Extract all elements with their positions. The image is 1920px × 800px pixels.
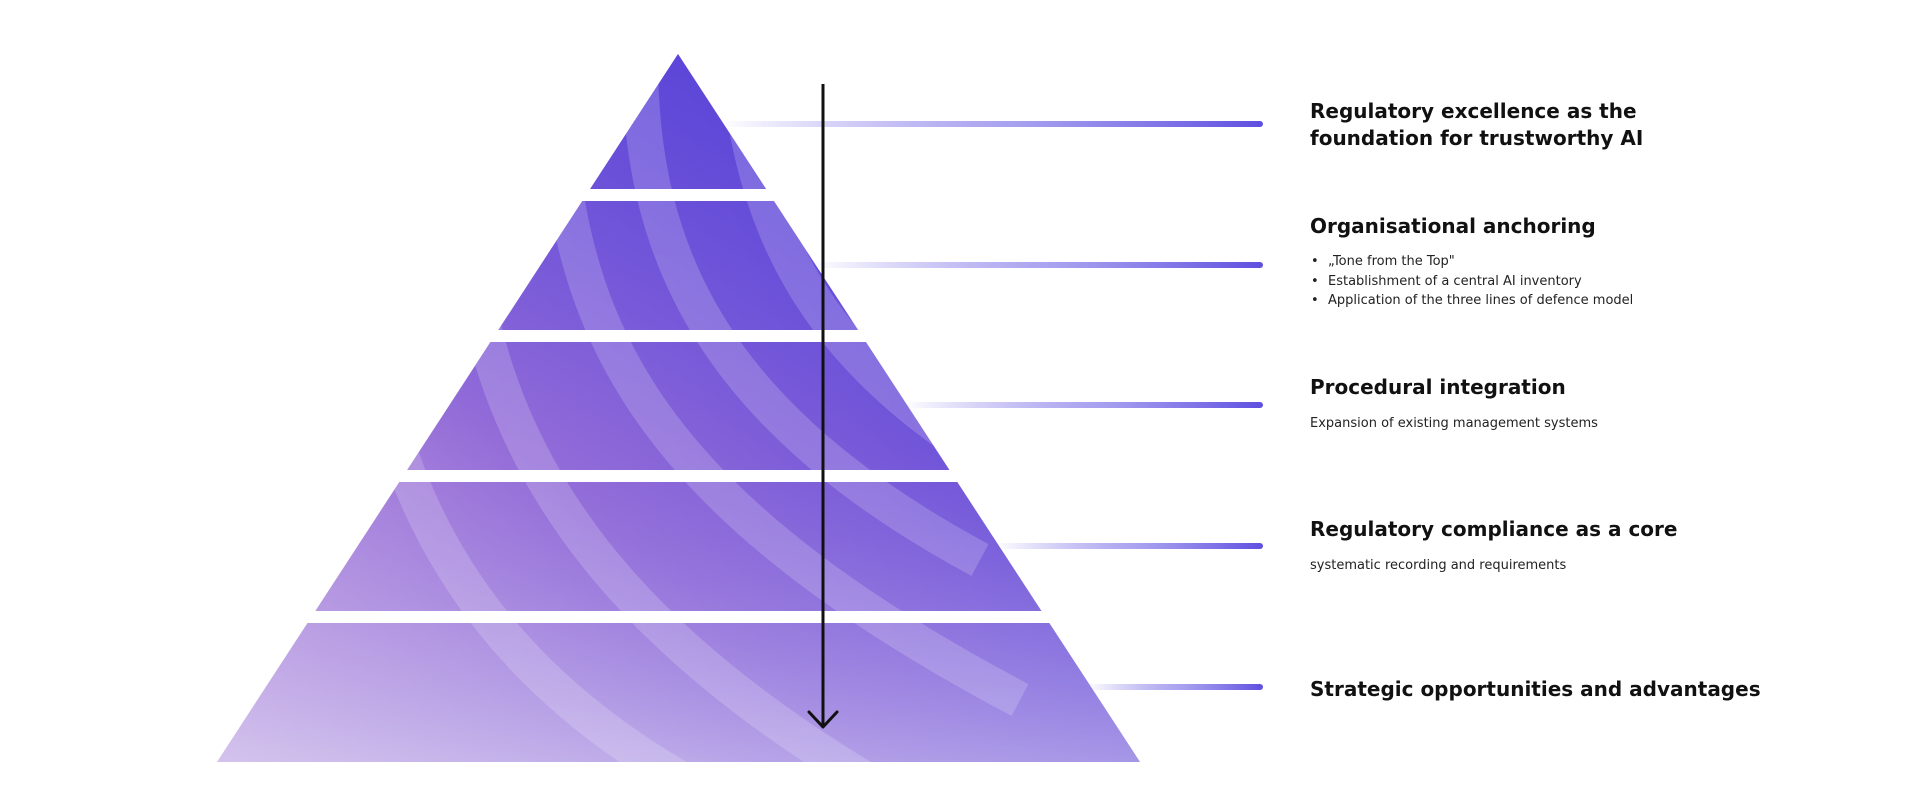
- level-2-title: Organisational anchoring: [1310, 214, 1596, 238]
- level-5-title: Strategic opportunities and advantages: [1310, 677, 1761, 701]
- level-5: Strategic opportunities and advantages: [1310, 676, 1890, 703]
- bullet-item: Establishment of a central AI inventory: [1310, 272, 1890, 292]
- bullet-item: Application of the three lines of defenc…: [1310, 291, 1890, 311]
- level-3-description: Expansion of existing management systems: [1310, 416, 1598, 431]
- level-3: Procedural integration Expansion of exis…: [1310, 374, 1890, 433]
- pyramid: [217, 54, 1140, 762]
- level-connectors: [720, 121, 1263, 690]
- connector-line-1: [720, 121, 1263, 127]
- connector-line-4: [995, 543, 1263, 549]
- connector-line-3: [903, 402, 1263, 408]
- connector-line-2: [812, 262, 1263, 268]
- connector-line-5: [1087, 684, 1263, 690]
- level-1-title: Regulatory excellence as the foundation …: [1310, 99, 1644, 150]
- level-1: Regulatory excellence as the foundation …: [1310, 98, 1890, 152]
- downward-arrow: [807, 84, 839, 729]
- level-2-bullet-list: „Tone from the Top" Establishment of a c…: [1310, 252, 1890, 311]
- tier-separator: [383, 470, 974, 482]
- level-2: Organisational anchoring „Tone from the …: [1310, 213, 1890, 311]
- tier-separator: [291, 611, 1066, 623]
- level-4: Regulatory compliance as a core systemat…: [1310, 516, 1890, 575]
- tier-separator: [566, 189, 791, 201]
- bullet-item: „Tone from the Top": [1310, 252, 1890, 272]
- level-4-title: Regulatory compliance as a core: [1310, 517, 1678, 541]
- level-3-title: Procedural integration: [1310, 375, 1566, 399]
- level-4-description: systematic recording and requirements: [1310, 558, 1567, 573]
- tier-separator: [474, 330, 883, 342]
